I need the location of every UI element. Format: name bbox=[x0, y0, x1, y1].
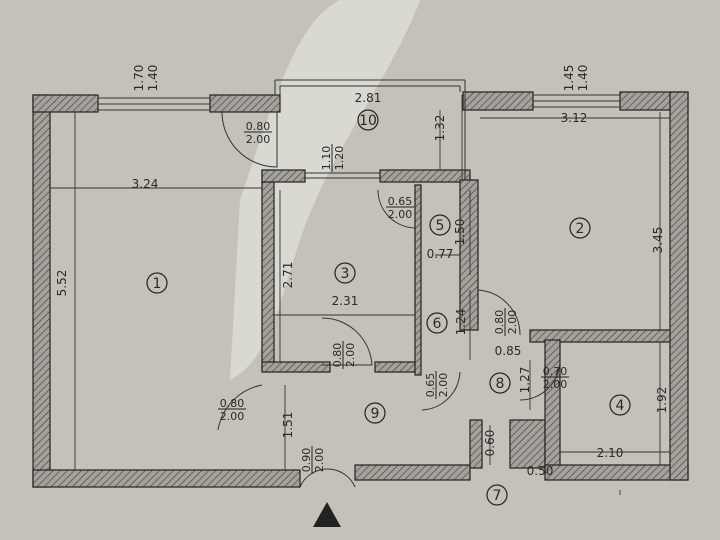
room-marker bbox=[357, 109, 379, 131]
opening-label: 0.802.00 bbox=[218, 397, 246, 423]
room-marker bbox=[364, 402, 386, 424]
wall bbox=[462, 91, 534, 111]
opening-width: 1.10 bbox=[320, 146, 333, 171]
dimension-label: 0.60 bbox=[483, 430, 497, 457]
opening-width: 0.65 bbox=[388, 195, 413, 208]
door-swing bbox=[519, 359, 561, 401]
opening-height: 2.00 bbox=[344, 343, 357, 368]
room-number: 2 bbox=[576, 221, 585, 237]
opening-width: 0.70 bbox=[543, 365, 568, 378]
door-swing bbox=[377, 189, 417, 229]
wall bbox=[374, 361, 421, 373]
dimension-label: 1.70 bbox=[132, 65, 146, 92]
dimension-label: 3.24 bbox=[132, 177, 159, 191]
room-number: 10 bbox=[359, 113, 377, 129]
wall bbox=[261, 361, 331, 373]
opening-height: 2.00 bbox=[313, 448, 326, 473]
opening-width: 0.80 bbox=[246, 120, 271, 133]
opening-label: 0.802.00 bbox=[244, 120, 272, 146]
north-arrow-icon bbox=[313, 502, 341, 527]
door-swing bbox=[421, 371, 461, 411]
dimension-label: 3.12 bbox=[561, 111, 588, 125]
opening-height: 2.00 bbox=[437, 373, 450, 398]
opening-width: 0.80 bbox=[220, 397, 245, 410]
wall bbox=[209, 94, 281, 113]
dimension-label: 1.51 bbox=[281, 412, 295, 439]
opening-height: 2.00 bbox=[246, 133, 271, 146]
room-marker bbox=[486, 484, 508, 506]
wall bbox=[669, 91, 689, 481]
room-number: 1 bbox=[153, 276, 162, 292]
opening-height: 1.20 bbox=[333, 146, 346, 171]
dimension-label: 2.31 bbox=[332, 294, 359, 308]
opening-height: 2.00 bbox=[388, 208, 413, 221]
wall bbox=[509, 419, 546, 469]
room-number: 4 bbox=[616, 398, 625, 414]
dimension-label: 3.45 bbox=[651, 227, 665, 254]
door-swing bbox=[299, 468, 356, 488]
wall bbox=[32, 94, 51, 488]
dimension-label: 0.50 bbox=[527, 464, 554, 478]
room-number: 9 bbox=[371, 406, 380, 422]
room-marker bbox=[609, 394, 631, 416]
dimension-label: 1.45 bbox=[562, 65, 576, 92]
opening-height: 2.00 bbox=[506, 310, 519, 335]
door-swing bbox=[217, 384, 263, 431]
dimension-label: 5.52 bbox=[55, 270, 69, 297]
wall bbox=[354, 464, 471, 481]
door-swing bbox=[321, 317, 373, 366]
room-marker bbox=[489, 372, 511, 394]
room-marker bbox=[569, 217, 591, 239]
wall bbox=[32, 469, 301, 488]
wall bbox=[459, 179, 479, 331]
dimension-label: 2.10 bbox=[597, 446, 624, 460]
room-number: 3 bbox=[341, 266, 350, 282]
dimension-lines bbox=[50, 79, 670, 495]
dimension-label: 1.32 bbox=[433, 115, 447, 142]
room-marker bbox=[429, 214, 451, 236]
opening-width: 0.80 bbox=[331, 343, 344, 368]
opening-width: 0.65 bbox=[424, 373, 437, 398]
room-number: 7 bbox=[493, 488, 502, 504]
wall bbox=[32, 94, 99, 113]
opening-height: 2.00 bbox=[543, 378, 568, 391]
dimension-label: 0.77 bbox=[427, 247, 454, 261]
room-marker bbox=[426, 312, 448, 334]
room-marker bbox=[146, 272, 168, 294]
room-marker bbox=[334, 262, 356, 284]
wall bbox=[379, 169, 471, 183]
dimension-label: 2.71 bbox=[281, 262, 295, 289]
dimension-label: 1.40 bbox=[576, 65, 590, 92]
wall bbox=[414, 184, 422, 376]
wall bbox=[544, 339, 561, 469]
wall bbox=[261, 169, 306, 183]
wall bbox=[261, 169, 275, 371]
dimension-label: 1.50 bbox=[453, 219, 467, 246]
wall bbox=[544, 464, 689, 481]
room-number: 5 bbox=[436, 218, 445, 234]
opening-width: 0.90 bbox=[300, 448, 313, 473]
door-swing bbox=[221, 111, 278, 168]
dimension-label: 1.40 bbox=[146, 65, 160, 92]
wall bbox=[469, 419, 483, 469]
room-number: 6 bbox=[433, 316, 442, 332]
door-swing bbox=[477, 289, 521, 336]
opening-height: 2.00 bbox=[220, 410, 245, 423]
dimension-label: 2.81 bbox=[355, 91, 382, 105]
opening-width: 0.80 bbox=[493, 310, 506, 335]
dimension-label: 0.85 bbox=[495, 344, 522, 358]
dimension-label: 1.24 bbox=[454, 309, 468, 336]
opening-label: 0.652.00 bbox=[386, 195, 414, 221]
walls bbox=[32, 91, 689, 488]
room-number: 8 bbox=[496, 376, 505, 392]
opening-label: 0.702.00 bbox=[541, 365, 569, 391]
dimension-label: 1.92 bbox=[655, 387, 669, 414]
dimension-label: 1.27 bbox=[518, 367, 532, 394]
